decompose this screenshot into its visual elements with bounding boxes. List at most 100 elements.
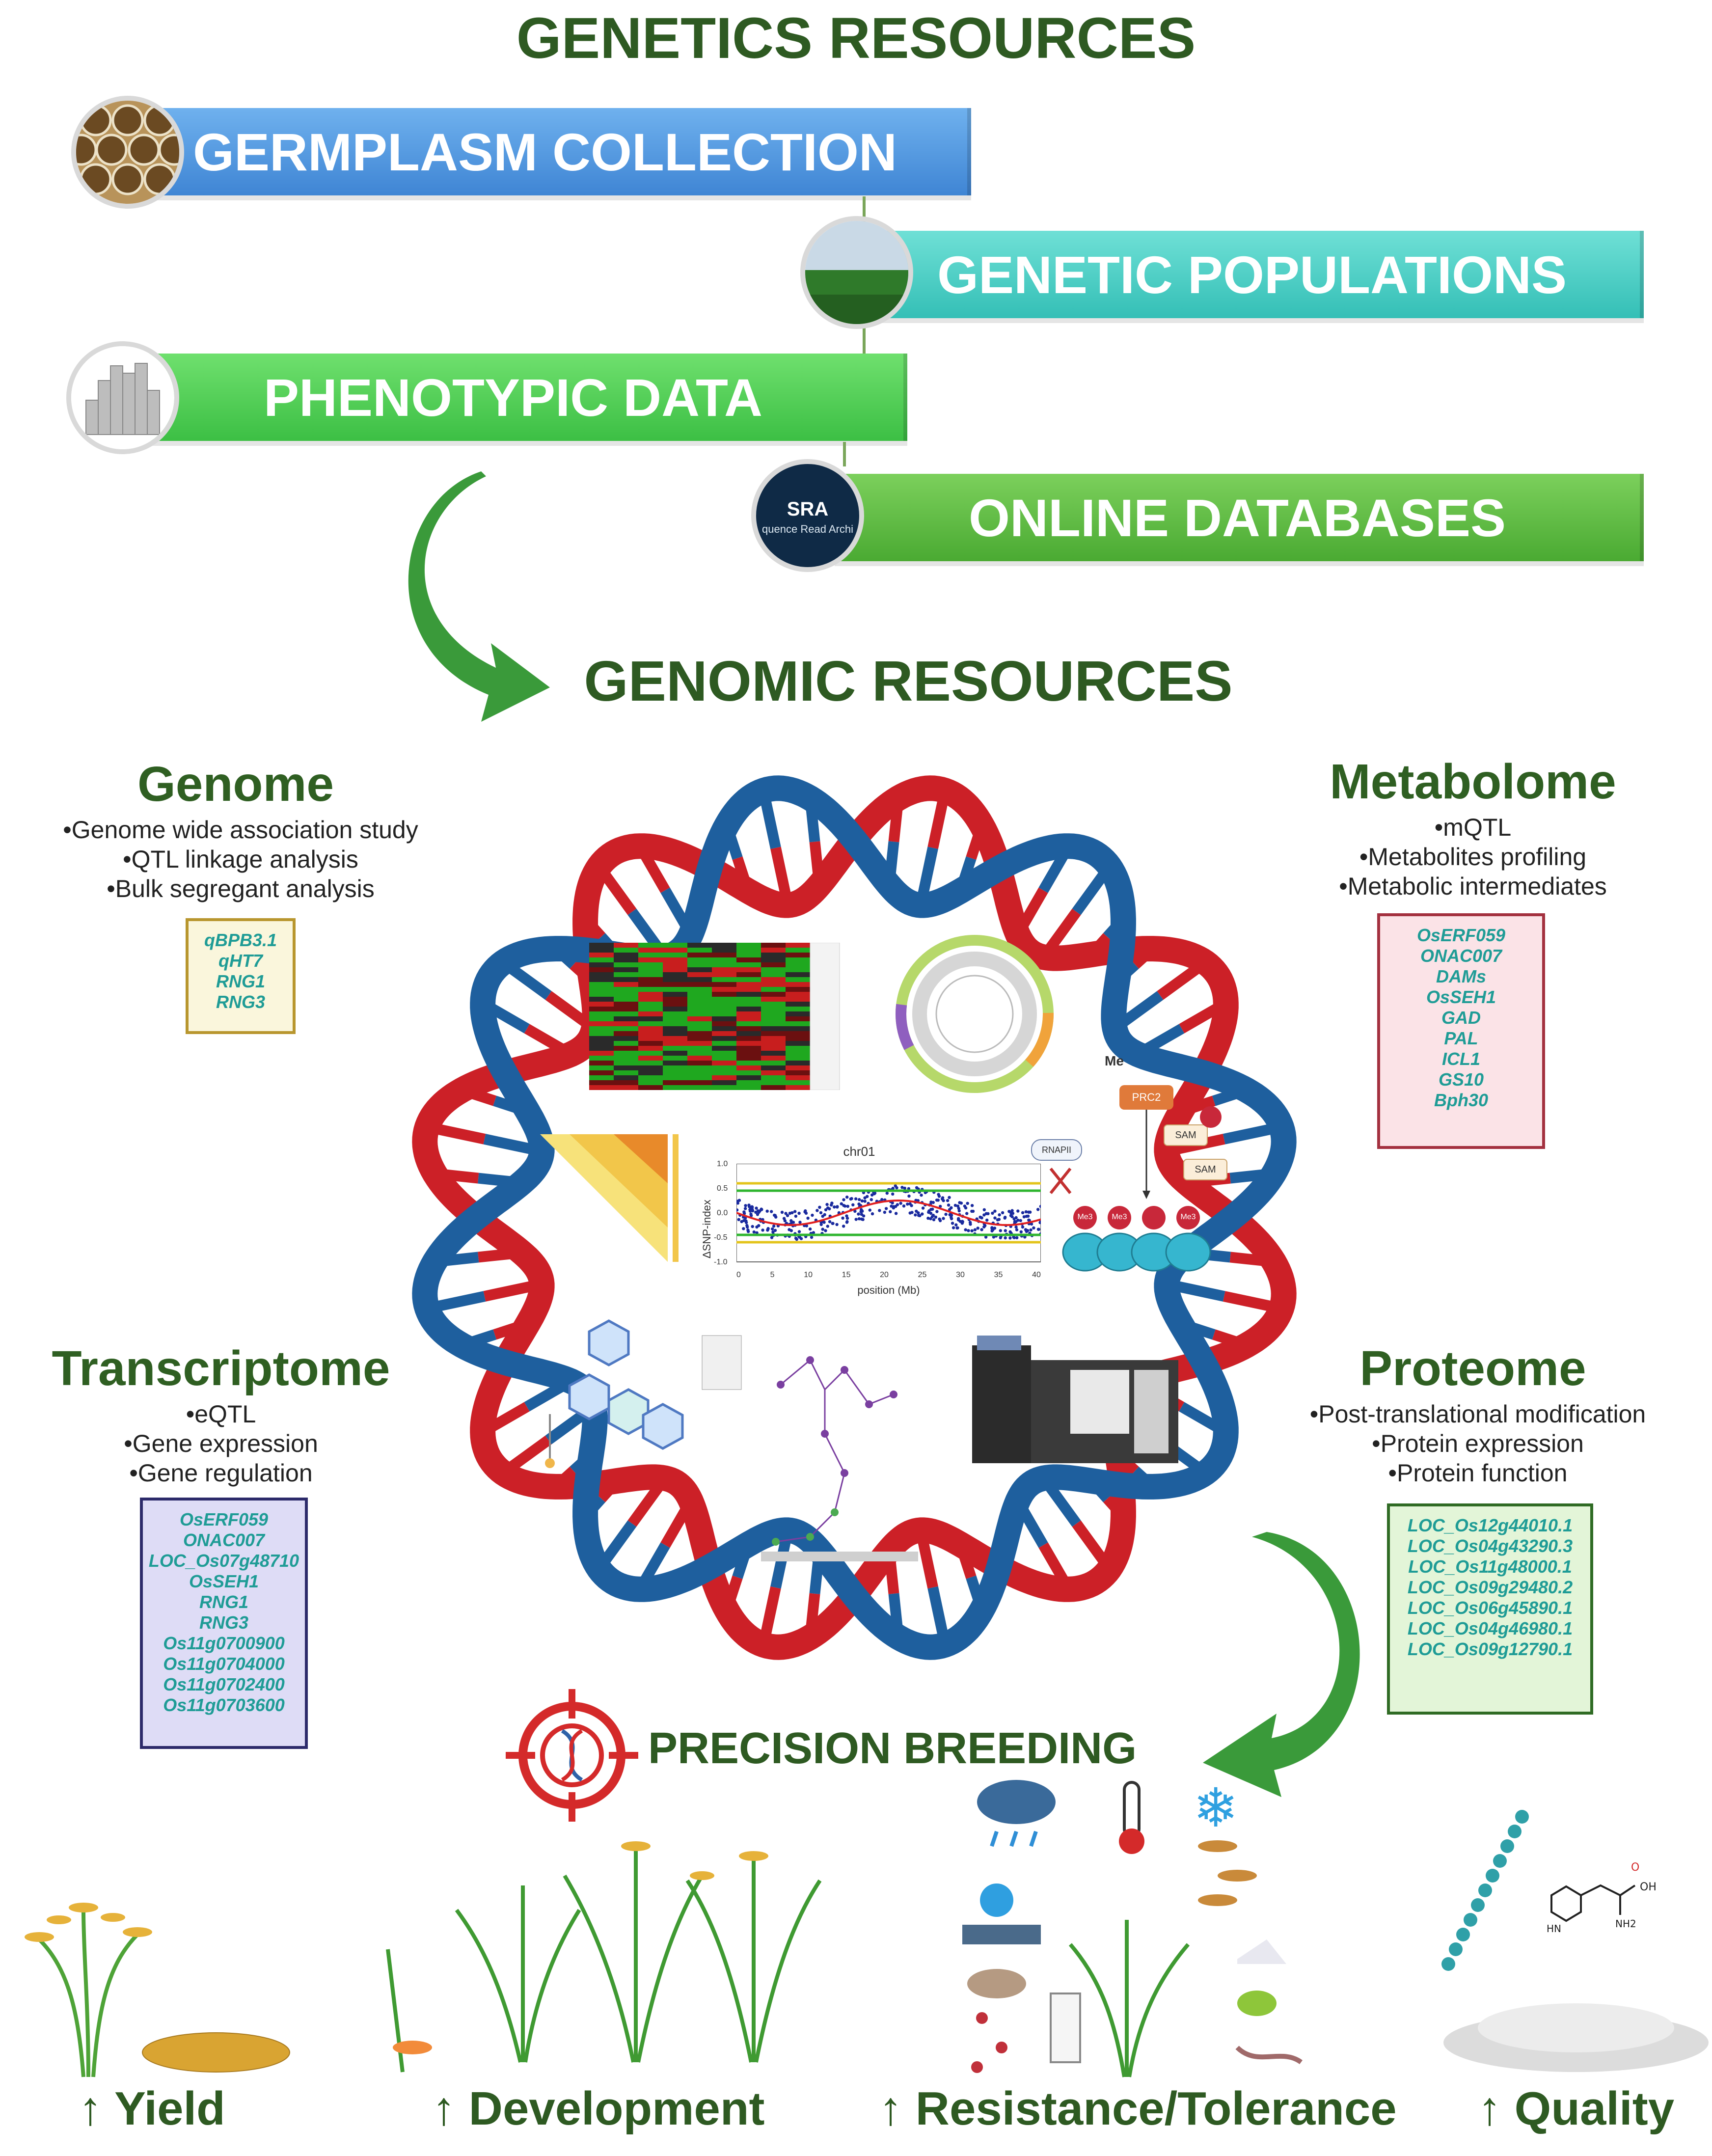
snp-point (748, 1209, 752, 1213)
snp-point (826, 1225, 829, 1228)
heatmap-cell (663, 1011, 687, 1016)
snp-point (861, 1209, 864, 1213)
snp-point (798, 1221, 802, 1224)
gene-item: LOC_Os12g44010.1 (1407, 1515, 1573, 1535)
heatmap-cell (687, 1085, 712, 1090)
heatmap-cell (712, 992, 736, 997)
heatmap-cell (712, 997, 736, 1002)
proteome-gene-list: LOC_Os12g44010.1 LOC_Os04g43290.3 LOC_Os… (1387, 1503, 1593, 1715)
snp-point (1019, 1230, 1023, 1233)
gene-item: qHT7 (218, 951, 263, 971)
epigenetics-panel: Me PRC2 SAM SAM RNAPII Me3 Me3 Me3 (1031, 1046, 1267, 1291)
heatmap-cell (712, 1070, 736, 1075)
heatmap-cell (736, 953, 761, 957)
heatmap-cell (687, 948, 712, 953)
heatmap-cell (663, 1075, 687, 1080)
heatmap-cell (687, 953, 712, 957)
heatmap-cell (786, 1070, 810, 1075)
heatmap-cell (761, 1070, 786, 1075)
snp-point (903, 1186, 906, 1190)
heatmap-cell (614, 1070, 638, 1075)
heatmap-cell (761, 967, 786, 972)
heatmap-cell (663, 1080, 687, 1085)
heatmap-cell (638, 1026, 663, 1031)
snp-point (737, 1199, 741, 1202)
snp-point (1009, 1214, 1013, 1217)
snp-point (934, 1215, 938, 1219)
heatmap-cell (736, 1051, 761, 1056)
snp-point (861, 1218, 865, 1221)
snp-point (870, 1193, 874, 1197)
transcriptome-gene-list: OsERF059 ONAC007 LOC_Os07g48710 OsSEH1 R… (140, 1498, 308, 1749)
heatmap-cell (736, 962, 761, 967)
heatmap-cell (687, 1007, 712, 1011)
me3-mark: Me3 (1112, 1213, 1127, 1221)
heatmap-cell (663, 943, 687, 948)
bullet-item: Metabolic intermediates (1252, 872, 1694, 901)
snp-point (765, 1209, 769, 1213)
heatmap-cell (736, 1061, 761, 1065)
snp-point (899, 1201, 902, 1205)
snp-point (737, 1218, 740, 1221)
heatmap-cell (614, 962, 638, 967)
heatmap-cell (712, 957, 736, 962)
snp-point (824, 1208, 828, 1212)
heatmap-cell (638, 1011, 663, 1016)
snp-point (744, 1204, 747, 1207)
heatmap-cell (589, 987, 614, 992)
gene-item: OsERF059 (1416, 925, 1506, 945)
snp-point (980, 1216, 983, 1220)
rice-field-icon (800, 216, 913, 329)
sra-sublabel: quence Read Archi (762, 523, 853, 535)
snp-point (884, 1207, 888, 1210)
prc2-complex: PRC2 (1119, 1085, 1173, 1110)
heatmap-cell (614, 1021, 638, 1026)
heatmap-cell (786, 1041, 810, 1046)
heatmap-cell (614, 1051, 638, 1056)
heatmap-cell (736, 1065, 761, 1070)
heatmap-cell (786, 1036, 810, 1041)
snp-point (970, 1229, 974, 1232)
heatmap-cell (589, 1085, 614, 1090)
snp-point (946, 1199, 950, 1202)
heatmap-cell (687, 972, 712, 977)
heatmap-cell (761, 982, 786, 987)
heatmap-cell (614, 1080, 638, 1085)
genome-title: Genome (137, 757, 334, 812)
banner-label: GERMPLASM COLLECTION (193, 122, 897, 182)
snp-point (1014, 1225, 1018, 1229)
heatmap-cell (712, 1051, 736, 1056)
snp-point (891, 1187, 895, 1190)
heatmap-cell (638, 1046, 663, 1051)
rnapii-label: RNAPII (1031, 1139, 1082, 1161)
outcome-quality: ↑ Quality (1478, 2082, 1675, 2135)
banner-label: GENETIC POPULATIONS (937, 245, 1567, 304)
snp-point (998, 1213, 1001, 1217)
snp-point (883, 1210, 887, 1214)
snp-point (920, 1193, 923, 1197)
molecule-hn-label: HN (1547, 1923, 1561, 1935)
snp-point (956, 1226, 959, 1229)
heatmap-cell (761, 953, 786, 957)
bullet-item: Post-translational modification (1257, 1399, 1699, 1429)
snp-point (790, 1211, 794, 1215)
snp-point (755, 1231, 759, 1234)
snp-point (1009, 1211, 1013, 1215)
heatmap-cell (663, 1085, 687, 1090)
gene-item: ICL1 (1441, 1049, 1480, 1069)
heatmap-cell (663, 957, 687, 962)
snp-point (849, 1197, 852, 1201)
bullet-item: QTL linkage analysis (20, 845, 462, 874)
heatmap-cell (614, 987, 638, 992)
snp-point (755, 1206, 758, 1210)
heatmap-cell (786, 982, 810, 987)
heatmap-cell (638, 1070, 663, 1075)
gene-item: Os11g0700900 (163, 1633, 285, 1653)
heatmap-cell (736, 967, 761, 972)
snp-point (786, 1214, 789, 1217)
snp-point (902, 1204, 906, 1208)
heatmap-cell (638, 1016, 663, 1021)
snp-point (853, 1209, 857, 1213)
snp-point (845, 1195, 849, 1199)
heatmap-cell (614, 967, 638, 972)
